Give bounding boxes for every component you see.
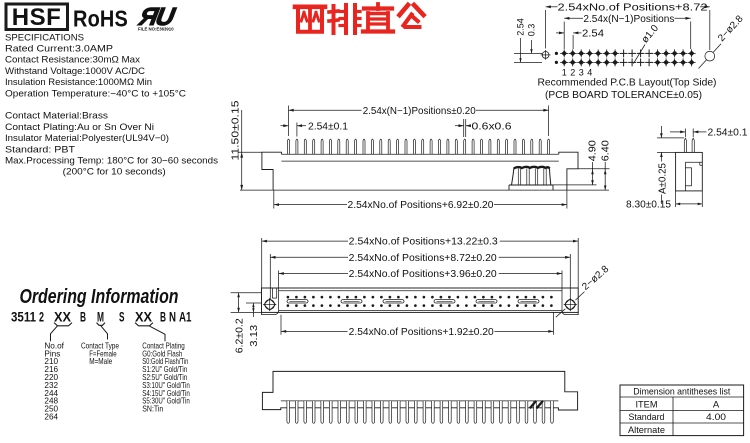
svg-text:2.54: 2.54	[516, 18, 526, 36]
svg-text:3.13: 3.13	[249, 324, 260, 346]
svg-text:G0:Gold Flash: G0:Gold Flash	[142, 349, 182, 358]
svg-text:No.of: No.of	[44, 341, 64, 350]
svg-text:8.30±0.15: 8.30±0.15	[626, 200, 671, 211]
svg-text:2: 2	[39, 310, 44, 325]
svg-text:11.50±0.15: 11.50±0.15	[230, 100, 241, 161]
svg-text:250: 250	[44, 405, 58, 414]
svg-text:Standard: Standard	[629, 412, 665, 423]
svg-text:Ordering Information: Ordering Information	[20, 285, 179, 308]
svg-text:2.54xNo.of Positions+3.96±0.2: 2.54xNo.of Positions+3.96±0.20	[349, 269, 497, 280]
svg-text:SN:Tin: SN:Tin	[142, 405, 163, 414]
svg-text:2.54xNo.of Positions+1.92±0.2: 2.54xNo.of Positions+1.92±0.20	[349, 327, 494, 338]
svg-text:RoHS: RoHS	[73, 6, 128, 32]
svg-text:Insulation Resistance:1000MΩ: Insulation Resistance:1000MΩ Min	[5, 77, 152, 88]
svg-text:(200°C for 10 seconds): (200°C for 10 seconds)	[63, 167, 166, 178]
svg-text:Contact Plating:Au or Sn O: Contact Plating:Au or Sn Over Ni	[5, 122, 154, 133]
svg-text:2.54x(N−1)Positions: 2.54x(N−1)Positions	[583, 14, 674, 25]
svg-text:Alternate: Alternate	[628, 425, 665, 436]
svg-text:2.54±0.1: 2.54±0.1	[708, 128, 748, 139]
svg-text:ITEM: ITEM	[636, 399, 658, 410]
svg-text:2.54xNo.of Positions+13.22±0.: 2.54xNo.of Positions+13.22±0.3	[349, 237, 498, 248]
svg-text:M: M	[97, 310, 104, 325]
svg-text:Standard: PBT: Standard: PBT	[5, 144, 75, 155]
svg-text:2.54xNo.of Positions+8.72±0.2: 2.54xNo.of Positions+8.72±0.20	[349, 253, 497, 264]
svg-text:S5:30U" Gold/Tin: S5:30U" Gold/Tin	[142, 397, 190, 406]
svg-text:Contact Material:Brass: Contact Material:Brass	[5, 111, 108, 122]
svg-text:2.54: 2.54	[582, 29, 604, 40]
svg-text:1: 1	[562, 68, 567, 78]
svg-text:3511: 3511	[11, 310, 36, 325]
svg-text:2.54±0.1: 2.54±0.1	[308, 121, 348, 132]
svg-text:S1:2U" Gold/Tin: S1:2U" Gold/Tin	[142, 365, 187, 374]
svg-text:4: 4	[587, 68, 592, 78]
svg-text:Pins: Pins	[44, 349, 60, 358]
svg-text:210: 210	[44, 357, 58, 366]
svg-text:S3:10U" Gold/Tin: S3:10U" Gold/Tin	[142, 381, 190, 390]
svg-text:244: 244	[44, 389, 58, 398]
svg-text:Withstand Voltage:1000V AC/D: Withstand Voltage:1000V AC/DC	[5, 66, 145, 77]
svg-text:Max.Processing Temp: 180°C: Max.Processing Temp: 180°C for 30−60 sec…	[5, 156, 218, 167]
svg-text:220: 220	[44, 373, 58, 382]
svg-text:HSF: HSF	[12, 4, 62, 31]
svg-text:4.00: 4.00	[706, 412, 726, 423]
svg-text:Insulator Material:Polyester(: Insulator Material:Polyester(UL94V−0)	[5, 133, 169, 144]
svg-text:216: 216	[44, 365, 58, 374]
svg-text:B: B	[160, 310, 166, 325]
svg-text:(PCB BOARD TOLERANCE±0.05): (PCB BOARD TOLERANCE±0.05)	[545, 89, 702, 101]
svg-text:6.2±0.2: 6.2±0.2	[234, 318, 245, 353]
svg-text:248: 248	[44, 397, 58, 406]
svg-text:264: 264	[44, 413, 58, 422]
svg-text:M=Male: M=Male	[89, 357, 112, 366]
svg-text:S4:15U" Gold/Tin: S4:15U" Gold/Tin	[142, 389, 190, 398]
svg-text:0.3: 0.3	[527, 24, 537, 37]
svg-text:S0:Gold Flash/Tin: S0:Gold Flash/Tin	[142, 357, 188, 366]
svg-text:N: N	[169, 310, 176, 325]
svg-text:2: 2	[570, 68, 575, 78]
svg-text:4.90: 4.90	[588, 140, 599, 161]
svg-text:XX: XX	[54, 310, 71, 325]
svg-text:0.6x0.6: 0.6x0.6	[472, 121, 513, 132]
svg-text:XX: XX	[135, 310, 152, 325]
svg-text:B: B	[80, 310, 86, 325]
svg-text:Operation Temperature:−40°C: Operation Temperature:−40°C to +105°C	[5, 88, 186, 99]
svg-text:A1: A1	[179, 310, 192, 325]
svg-text:3: 3	[579, 68, 584, 78]
svg-text:Dimension antitheses list: Dimension antitheses list	[633, 386, 730, 397]
svg-text:Contact Plating: Contact Plating	[142, 341, 185, 350]
svg-text:2.54xNo.of Positions+6.92±0.2: 2.54xNo.of Positions+6.92±0.20	[348, 200, 494, 211]
svg-text:S2:5U" Gold/Tin: S2:5U" Gold/Tin	[142, 373, 187, 382]
svg-text:F=Female: F=Female	[89, 349, 117, 358]
svg-text:Contact Resistance:30mΩ Max: Contact Resistance:30mΩ Max	[5, 55, 140, 66]
svg-text:232: 232	[44, 381, 58, 390]
svg-text:Recommended P.C.B Layout(Top: Recommended P.C.B Layout(Top Side)	[538, 77, 717, 89]
svg-text:6.40: 6.40	[600, 140, 611, 161]
svg-text:S: S	[119, 310, 125, 325]
svg-text:SPECIFICATIONS: SPECIFICATIONS	[5, 32, 84, 43]
svg-text:A±0.25: A±0.25	[658, 163, 669, 194]
svg-text:2.54x(N−1)Positions±0.20: 2.54x(N−1)Positions±0.20	[363, 106, 476, 117]
svg-text:FILE NO:E363910: FILE NO:E363910	[138, 27, 174, 32]
svg-text:A: A	[713, 399, 720, 410]
svg-text:Contact Type: Contact Type	[81, 341, 119, 350]
svg-text:Rated Current:3.0AMP: Rated Current:3.0AMP	[5, 44, 113, 55]
svg-text:2.54xNo.of Positions+8.72: 2.54xNo.of Positions+8.72	[558, 2, 709, 13]
